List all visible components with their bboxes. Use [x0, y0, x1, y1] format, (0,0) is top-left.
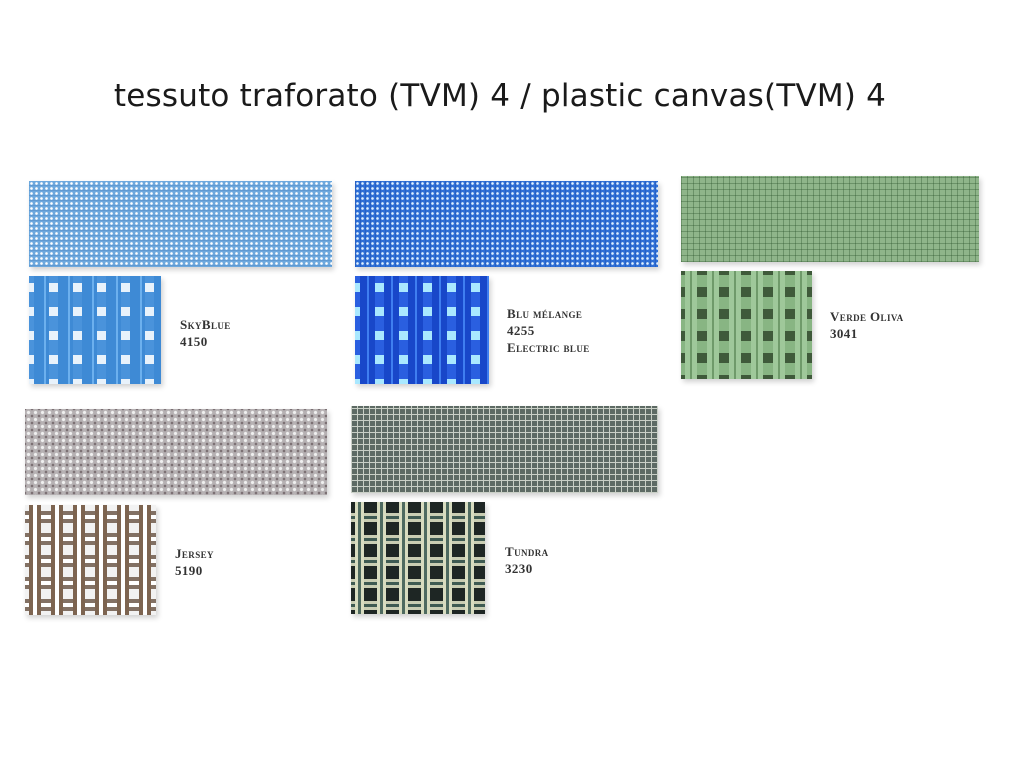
jersey-fabric-swatch	[25, 505, 156, 615]
fabric-name: SkyBlue	[180, 317, 231, 332]
verde-oliva-label: Verde Oliva 3041	[830, 308, 904, 342]
tundra-fabric-strip	[351, 406, 658, 493]
tundra-fabric-swatch	[351, 502, 485, 614]
verde-oliva-fabric-swatch	[681, 271, 812, 379]
jersey-fabric-strip	[25, 409, 327, 495]
fabric-code: 5190	[175, 563, 203, 578]
page-title: tessuto traforato (TVM) 4 / plastic canv…	[113, 78, 887, 114]
skyblue-label: SkyBlue 4150	[180, 316, 231, 350]
skyblue-fabric-strip	[29, 181, 332, 267]
fabric-name: Verde Oliva	[830, 309, 904, 324]
blu-melange-fabric-strip	[355, 181, 658, 267]
fabric-name: Blu mélange	[507, 306, 583, 321]
blu-melange-label: Blu mélange 4255 Electric blue	[507, 305, 590, 356]
fabric-code: 3041	[830, 326, 858, 341]
fabric-code: 4255	[507, 323, 535, 338]
fabric-name: Tundra	[505, 544, 549, 559]
skyblue-fabric-swatch	[29, 276, 161, 384]
verde-oliva-fabric-strip	[681, 176, 979, 262]
fabric-name: Jersey	[175, 546, 214, 561]
jersey-label: Jersey 5190	[175, 545, 214, 579]
tundra-label: Tundra 3230	[505, 543, 549, 577]
fabric-extra-name: Electric blue	[507, 340, 590, 355]
fabric-code: 3230	[505, 561, 533, 576]
fabric-code: 4150	[180, 334, 208, 349]
blu-melange-fabric-swatch	[355, 276, 489, 384]
